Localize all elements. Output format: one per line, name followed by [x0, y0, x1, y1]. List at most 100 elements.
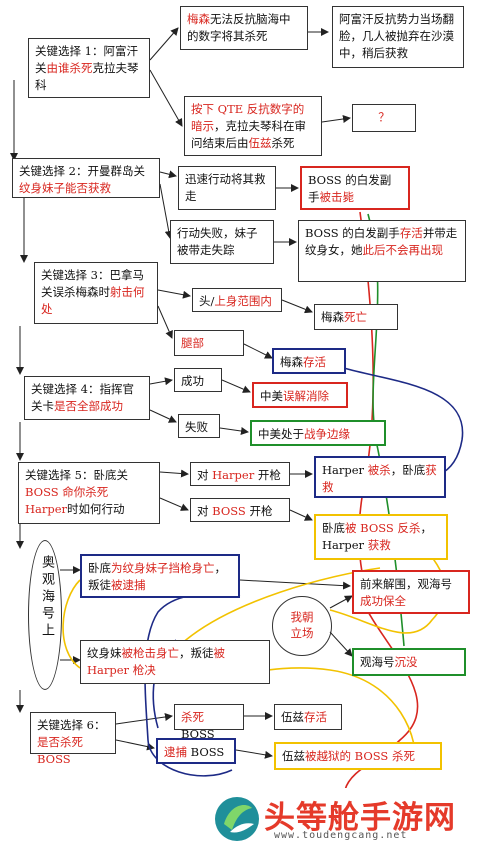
n8-highlight-2: 此后不会再出现 — [362, 243, 444, 257]
node-shoot-harper: 对 Harper 开枪 — [190, 462, 290, 486]
k1-highlight: 由谁杀死 — [46, 61, 93, 75]
node-failure: 失败 — [178, 414, 220, 438]
arrow-k3-n9 — [157, 289, 191, 299]
oval-line-2: 立场 — [290, 626, 314, 640]
n28-highlight: 被越狱的 BOSS 杀死 — [305, 749, 415, 763]
oval-china-stance: 我朝 立场 — [272, 596, 332, 656]
node-rescue-failed: 行动失败，妹子被带走失踪 — [170, 220, 274, 264]
n3-highlight-2: 暗示 — [191, 119, 214, 133]
n20-text-2: ，Harper — [322, 521, 432, 552]
node-success: 成功 — [174, 368, 222, 392]
node-tattoo-girl-dies: 纹身妹被枪击身亡，叛徒被 Harper 枪决 — [80, 640, 270, 684]
n3-woods: 伍兹 — [248, 136, 272, 150]
node-quick-rescue: 迅速行动将其救走 — [178, 166, 276, 210]
key-choice-2: 关键选择 2：开曼群岛关纹身妹子能否获救 — [12, 158, 160, 198]
n26-highlight: 存活 — [304, 710, 327, 724]
n16-highlight: 战争边缘 — [304, 427, 350, 441]
k6-text: 关键选择 6： — [37, 718, 106, 732]
arrow-n15-n16 — [219, 427, 249, 435]
n12-highlight: 存活 — [303, 355, 326, 369]
arrow-k6-n25 — [115, 713, 173, 725]
n23-text-2: ，叛徒 — [179, 646, 214, 660]
n8-text-2: 并带走纹身女，她 — [305, 226, 458, 257]
n22-text: 前来解围，观海号 — [360, 577, 452, 591]
k5-text: 关键选择 5：卧底关 — [25, 468, 128, 482]
node-boss-counterkill: 卧底被 BOSS 反杀，Harper 获救 — [314, 514, 448, 560]
n9-text: 头/ — [199, 294, 215, 308]
node-misunderstanding-cleared: 中美误解消除 — [252, 382, 348, 408]
n2-text: 阿富汗反抗势力当场翻脸，几人被抛弃在沙漠中，稍后获救 — [339, 12, 454, 60]
n25-text: BOSS — [181, 727, 215, 741]
arrow-k1-n3 — [149, 69, 183, 127]
n3-text-end: 杀死 — [271, 136, 295, 150]
n15-text: 失败 — [185, 420, 208, 434]
n13-text: 成功 — [181, 374, 204, 388]
n23-highlight: 被枪击身亡 — [121, 646, 180, 660]
node-afghan-betrayal: 阿富汗反抗势力当场翻脸，几人被抛弃在沙漠中，稍后获救 — [332, 6, 464, 68]
node-arrest-boss: 逮捕 BOSS — [156, 738, 236, 764]
n17-highlight: Harper — [212, 468, 255, 482]
k1-text: 关键选择 1：阿富汗关 — [35, 44, 138, 75]
n23-text: 纹身妹 — [87, 646, 122, 660]
n21-highlight: 为纹身妹子挡枪身亡 — [111, 561, 215, 575]
n27-text: BOSS — [187, 745, 225, 759]
node-head-shot: 头/上身范围内 — [192, 288, 282, 312]
n20-highlight-2: 获救 — [367, 538, 391, 552]
node-mason-lives: 梅森存活 — [272, 348, 346, 374]
n17-text-end: 开枪 — [254, 468, 281, 482]
n24-highlight: 沉没 — [394, 655, 418, 669]
arrow-oval-n22 — [329, 595, 353, 609]
node-woods-survives: 伍兹存活 — [274, 704, 342, 730]
n21-highlight-2: 被逮捕 — [111, 578, 146, 592]
n26-text: 伍兹 — [281, 710, 304, 724]
n19-highlight: BOSS — [212, 504, 246, 518]
oval-line-1: 我朝 — [290, 610, 314, 624]
n21-text: 卧底 — [88, 561, 111, 575]
n3-highlight: 按下 QTE 反抗数字的 — [191, 102, 305, 116]
k5-text-end: 时如何行动 — [67, 502, 125, 516]
node-kill-boss: 杀死 BOSS — [174, 704, 244, 741]
n1-text: 无法反抗脑海中的数字将其杀死 — [187, 12, 291, 43]
k3-text: 关键选择 3：巴拿马关误杀梅森时 — [41, 268, 144, 299]
key-choice-3: 关键选择 3：巴拿马关误杀梅森时射击何处 — [34, 262, 158, 324]
n24-text: 观海号 — [360, 655, 395, 669]
node-ship-sunk: 观海号沉没 — [352, 648, 466, 676]
n3-text: ，克拉夫琴科在审问结束后由 — [191, 119, 306, 150]
arrow-k1-n1 — [149, 27, 179, 61]
k1-text-end: 克拉夫琴科 — [35, 61, 139, 92]
arrow-n19-n20 — [289, 509, 313, 521]
arrow-n13-n14 — [221, 379, 251, 393]
arrow-n11-n12 — [243, 343, 273, 359]
node-woods-killed: 伍兹被越狱的 BOSS 杀死 — [274, 742, 442, 770]
n17-text: 对 — [197, 468, 213, 482]
k4-text: 关键选择 4：指挥官关卡 — [31, 382, 134, 413]
n20-highlight: 被 BOSS 反杀 — [345, 521, 421, 535]
n1-highlight: 梅森 — [187, 12, 210, 26]
n27-highlight: 逮捕 — [164, 745, 187, 759]
k2-text: 关键选择 2：开曼群岛关 — [19, 164, 145, 178]
key-choice-1: 关键选择 1：阿富汗关由谁杀死克拉夫琴科 — [28, 38, 150, 98]
k5-highlight: BOSS 命你杀死 Harper — [25, 485, 109, 516]
node-qte-resist: 按下 QTE 反抗数字的暗示，克拉夫琴科在审问结束后由伍兹杀死 — [184, 96, 322, 156]
node-undercover-dies: 卧底为纹身妹子挡枪身亡，叛徒被逮捕 — [80, 554, 240, 598]
n6-text: BOSS 的白发副手 — [308, 173, 392, 204]
n4-text: ？ — [378, 110, 390, 124]
node-unknown: ？ — [352, 104, 416, 132]
n11-highlight: 腿部 — [181, 336, 204, 350]
n6-highlight: 被击毙 — [319, 190, 355, 204]
side-oval-obama-ship: 奥观海号上 — [28, 540, 62, 690]
n21-text-2: ，叛徒 — [88, 561, 226, 592]
brand-title: 头等舱手游网 — [264, 800, 456, 836]
n18-text: Harper — [322, 463, 368, 477]
n7-text: 行动失败，妹子被带走失踪 — [177, 226, 258, 257]
flow-yellow-curve — [62, 579, 81, 669]
arrow-k5-n17 — [159, 469, 189, 478]
n18-text-2: ，卧底 — [390, 463, 426, 477]
arrow-k5-n19 — [159, 497, 189, 511]
n14-highlight: 误解消除 — [283, 389, 329, 403]
n8-highlight: 存活 — [399, 226, 423, 240]
node-shoot-boss: 对 BOSS 开枪 — [190, 498, 290, 522]
k3-highlight: 射击何处 — [41, 285, 145, 316]
node-harper-killed: Harper 被杀，卧底获救 — [314, 456, 446, 498]
key-choice-6: 关键选择 6：是否杀死 BOSS — [30, 712, 116, 766]
